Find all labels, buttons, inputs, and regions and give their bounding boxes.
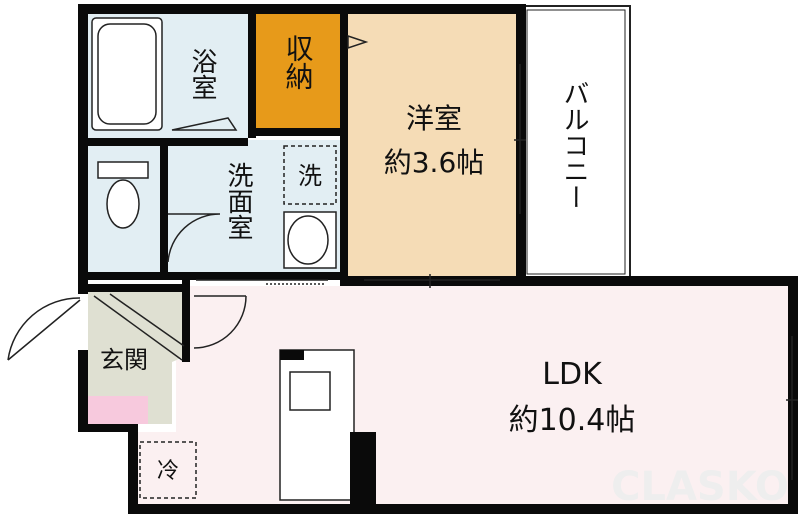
walls <box>78 4 798 514</box>
toilet <box>97 161 149 229</box>
entrance-label: 玄関 <box>100 346 148 374</box>
ldk-area: 約10.4帖 <box>509 403 636 438</box>
ldk-label: LDK <box>542 357 603 392</box>
bathtub <box>91 17 163 131</box>
western-area: 約3.6帖 <box>384 146 485 179</box>
washer-label: 洗 <box>298 162 322 190</box>
watermark: CLASKO <box>611 464 789 510</box>
entry-lines <box>93 293 185 361</box>
fridge-space <box>139 441 197 499</box>
western-floor <box>348 14 518 276</box>
storage-label: 収納 <box>282 34 315 90</box>
storage-floor <box>256 14 340 128</box>
washer-space <box>283 145 337 205</box>
washroom-label: 洗面室 <box>223 162 253 240</box>
doors <box>7 34 798 480</box>
entrance-door <box>7 297 81 361</box>
washroom-door <box>167 213 221 263</box>
ldk-door <box>193 295 247 349</box>
balcony-label: バルコニー <box>559 80 589 210</box>
balcony <box>521 5 631 279</box>
wash-basin <box>283 211 337 269</box>
shoe-cabinet <box>88 396 148 424</box>
bath-label: 浴室 <box>187 48 217 100</box>
kitchen-counter <box>279 349 376 504</box>
entrance-floor <box>88 292 186 424</box>
fridge-label: 冷 <box>157 459 179 484</box>
western-label: 洋室 <box>406 102 462 135</box>
